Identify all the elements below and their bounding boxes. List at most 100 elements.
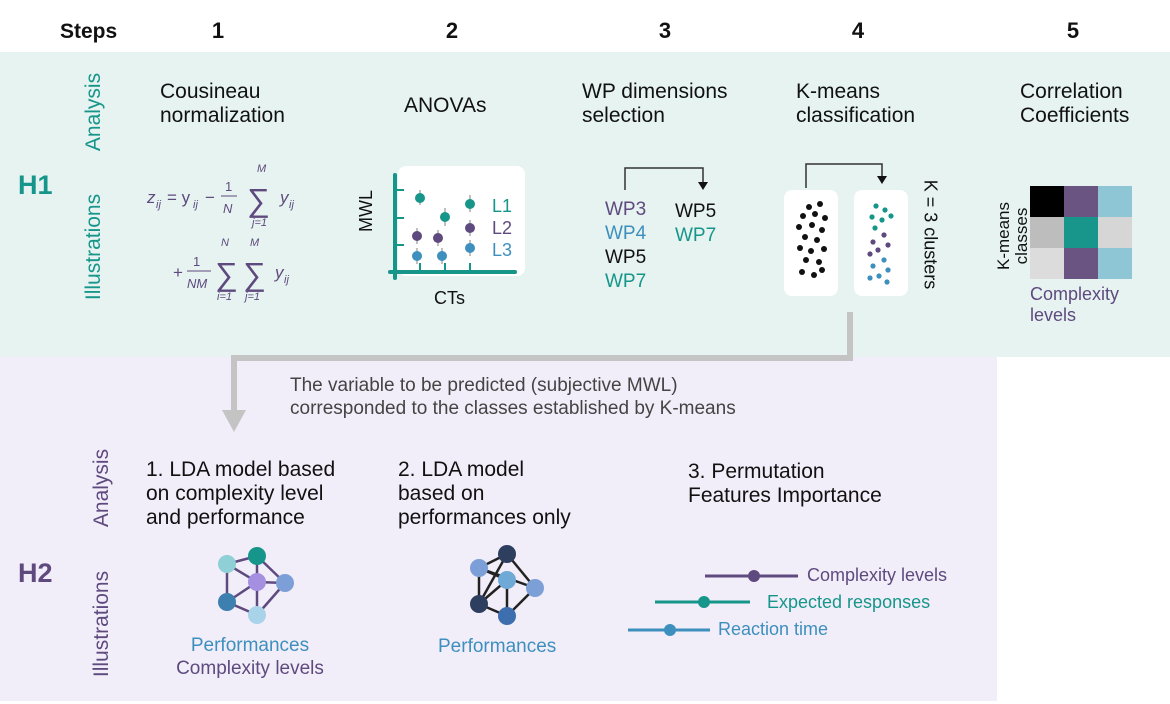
svg-text:+: + <box>173 263 183 282</box>
svg-text:ij: ij <box>193 199 198 211</box>
model3-title-line2: Features Importance <box>688 484 882 507</box>
step-number-5: 5 <box>1066 18 1080 43</box>
anova-points-l2 <box>412 223 475 243</box>
anova-legend-l2: L2 <box>492 218 513 238</box>
step-number-4: 4 <box>851 18 865 43</box>
wp-selected-item: WP5 <box>675 201 717 222</box>
step4-title: K-means classification <box>796 80 915 128</box>
connector-note: The variable to be predicted (subjective… <box>290 374 736 420</box>
model1-caption: Performances Complexity levels <box>150 634 350 680</box>
wp-candidate-item: WP4 <box>605 223 647 244</box>
model1-title-line1: 1. LDA model based <box>146 458 336 481</box>
correlation-heatmap <box>1030 186 1132 279</box>
step5-title-line2: Coefficients <box>1020 104 1130 127</box>
svg-text:z: z <box>146 188 156 207</box>
step1-title: Cousineau normalization <box>160 80 285 128</box>
anova-points-l3 <box>412 243 475 261</box>
anova-points-l1 <box>415 193 475 222</box>
model1-caption-line1: Performances <box>190 635 310 656</box>
model3-title: 3. Permutation Features Importance <box>688 460 882 508</box>
svg-text:1: 1 <box>225 179 232 194</box>
svg-text:j=1: j=1 <box>243 291 260 303</box>
svg-text:M: M <box>250 237 260 249</box>
wp-candidate-list: WP3 WP4 WP5 WP7 <box>605 198 646 294</box>
step2-title: ANOVAs <box>404 94 487 117</box>
h1-section-background <box>0 52 1170 357</box>
svg-text:M: M <box>257 163 267 175</box>
step3-title-line1: WP dimensions <box>582 80 728 103</box>
feature-label-complexity: Complexity levels <box>807 565 948 585</box>
steps-label: Steps <box>60 20 118 43</box>
heatmap-y-label-line1: K-means <box>994 201 1013 271</box>
anova-legend-l1: L1 <box>492 196 513 216</box>
svg-text:ij: ij <box>289 199 294 211</box>
svg-text:y: y <box>274 263 285 282</box>
svg-text:∑: ∑ <box>215 256 238 292</box>
step5-title-line1: Correlation <box>1020 80 1123 103</box>
anova-y-label: MWL <box>356 190 376 232</box>
anova-plot <box>388 173 517 280</box>
h2-section-background <box>0 357 997 701</box>
kmeans-output-card <box>854 190 908 296</box>
h2-label: H2 <box>18 558 53 588</box>
step3-title-line2: selection <box>582 104 665 127</box>
wp-candidate-item: WP5 <box>605 247 647 268</box>
connector-note-line1: The variable to be predicted (subjective… <box>290 375 678 396</box>
svg-text:∑: ∑ <box>247 182 270 218</box>
h1-illustrations-label: Illustrations <box>82 193 105 301</box>
step-number-2: 2 <box>445 18 459 43</box>
wp-candidate-item: WP3 <box>605 199 647 220</box>
model1-title-line2: on complexity level <box>146 482 324 505</box>
svg-text:i=1: i=1 <box>217 291 232 303</box>
step1-title-line2: normalization <box>160 104 285 127</box>
wp-candidate-item: WP7 <box>605 271 647 292</box>
heatmap-x-label-line1: Complexity <box>1030 284 1120 304</box>
wp-selection-arrow <box>624 167 708 190</box>
model2-title-line2: based on <box>398 482 485 505</box>
svg-text:j=1: j=1 <box>250 217 267 229</box>
step-number-1: 1 <box>211 18 225 43</box>
svg-text:N: N <box>221 237 229 249</box>
svg-text:−: − <box>205 188 215 207</box>
model2-network-icon <box>470 545 544 625</box>
feature-label-reaction: Reaction time <box>718 619 829 639</box>
anova-legend-l3: L3 <box>492 240 513 260</box>
wp-selected-item: WP7 <box>675 225 717 246</box>
connector-note-line2: corresponded to the classes established … <box>290 398 736 419</box>
heatmap-x-label: Complexity levels <box>1030 284 1119 326</box>
model2-title-line3: performances only <box>398 506 571 529</box>
h1-to-h2-connector <box>222 312 853 432</box>
kmeans-cluster-purple <box>867 232 891 257</box>
model1-network-icon <box>218 547 294 624</box>
kmeans-cluster-blue <box>867 257 891 285</box>
feature-point-reaction <box>664 624 676 636</box>
svg-text:= y: = y <box>167 188 191 207</box>
step4-title-line2: classification <box>796 104 916 127</box>
step5-title: Correlation Coefficients <box>1020 80 1129 128</box>
svg-text:NM: NM <box>187 276 207 291</box>
svg-text:ij: ij <box>156 199 161 211</box>
heatmap-x-label-line2: levels <box>1030 305 1077 325</box>
kmeans-clusters-label: K = 3 clusters <box>920 179 941 290</box>
feature-importance-plot <box>628 570 798 636</box>
model1-title-line3: and performance <box>146 506 305 529</box>
svg-text:∑: ∑ <box>243 256 266 292</box>
svg-text:1: 1 <box>193 254 200 269</box>
step-number-3: 3 <box>658 18 672 43</box>
step1-title-line1: Cousineau <box>160 80 261 103</box>
feature-label-expected: Expected responses <box>767 592 931 612</box>
feature-point-expected <box>698 596 710 608</box>
feature-point-complexity <box>748 570 760 582</box>
heatmap-y-label-line2: classes <box>1012 207 1031 265</box>
h2-illustrations-label: Illustrations <box>90 570 113 678</box>
heatmap-y-label: K-means classes <box>994 181 1031 291</box>
wp-selected-list: WP5 WP7 <box>675 200 716 248</box>
kmeans-arrow <box>805 163 887 188</box>
step4-title-line1: K-means <box>796 80 881 103</box>
model2-title-line1: 2. LDA model <box>398 458 525 481</box>
kmeans-unclassified-points <box>796 201 828 278</box>
svg-text:ij: ij <box>284 274 289 286</box>
kmeans-cluster-teal <box>869 203 894 231</box>
h1-label: H1 <box>18 170 53 200</box>
